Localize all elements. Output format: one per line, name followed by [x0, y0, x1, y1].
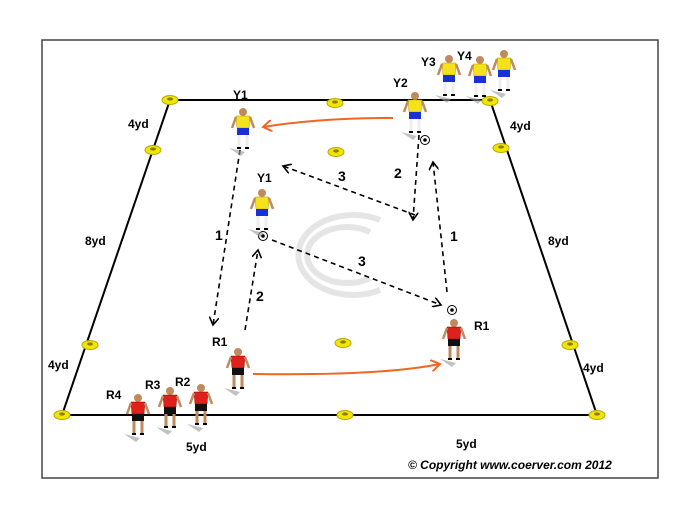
label-y2: Y2: [393, 76, 408, 90]
player-y1-top: [227, 106, 256, 158]
step-2-right: 2: [394, 165, 402, 181]
cone: [481, 96, 499, 106]
dim-left-top: 4yd: [128, 117, 149, 131]
movement-arrows: [213, 117, 448, 376]
dim-left-mid: 8yd: [85, 234, 106, 248]
cone: [326, 98, 344, 108]
player-yellow-queue: [488, 48, 517, 100]
step-2-left: 2: [256, 288, 264, 304]
cone: [561, 340, 579, 350]
label-y3: Y3: [421, 55, 436, 69]
pass-arrow-2-left: [244, 250, 258, 331]
label-y1-center: Y1: [257, 171, 272, 185]
pass-arrow-3-center: [271, 239, 441, 305]
run-arrow-2-right: [413, 134, 420, 220]
dim-left-bottom: 4yd: [48, 358, 69, 372]
cone: [53, 410, 71, 420]
dim-bottom-left: 5yd: [186, 440, 207, 454]
player-r1-left: [222, 346, 251, 398]
cone: [81, 340, 99, 350]
player-r1-right: [438, 317, 467, 369]
pass-arrow-1-right: [433, 162, 448, 293]
dim-bottom-right: 5yd: [456, 437, 477, 451]
label-r4: R4: [106, 388, 122, 402]
dribble-line-bottom: [252, 364, 440, 376]
dim-right-top: 4yd: [510, 119, 531, 133]
cone: [492, 143, 510, 153]
player-r3: [154, 385, 183, 437]
field-boundary: [60, 99, 599, 416]
coerver-watermark-logo: [295, 212, 382, 298]
run-arrow-1-left: [213, 149, 241, 325]
label-r3: R3: [145, 378, 161, 392]
label-r2: R2: [175, 375, 191, 389]
run-arrow-3-top: [283, 166, 416, 216]
step-1-left: 1: [215, 227, 223, 243]
player-r2: [185, 382, 214, 434]
player-y1-center: [246, 187, 275, 239]
center-cone: [327, 147, 345, 157]
step-3-top: 3: [338, 168, 346, 184]
dim-right-bottom: 4yd: [583, 361, 604, 375]
cones: [53, 95, 606, 420]
cone: [161, 95, 179, 105]
label-y1-top: Y1: [233, 88, 248, 102]
step-3-center: 3: [358, 253, 366, 269]
player-r4: [122, 392, 151, 444]
cone: [144, 145, 162, 155]
cone: [588, 410, 606, 420]
ball-icon: [420, 135, 430, 145]
cone: [336, 410, 354, 420]
dim-right-mid: 8yd: [548, 234, 569, 248]
center-cone: [334, 338, 352, 348]
label-y4: Y4: [457, 49, 472, 63]
step-1-right: 1: [450, 228, 458, 244]
diagram-border: [41, 39, 659, 479]
ball-icon: [447, 305, 457, 315]
label-r1-right: R1: [474, 319, 490, 333]
copyright-text: © Copyright www.coerver.com 2012: [408, 458, 612, 472]
label-r1-left: R1: [212, 335, 228, 349]
dribble-line-top: [263, 117, 394, 127]
